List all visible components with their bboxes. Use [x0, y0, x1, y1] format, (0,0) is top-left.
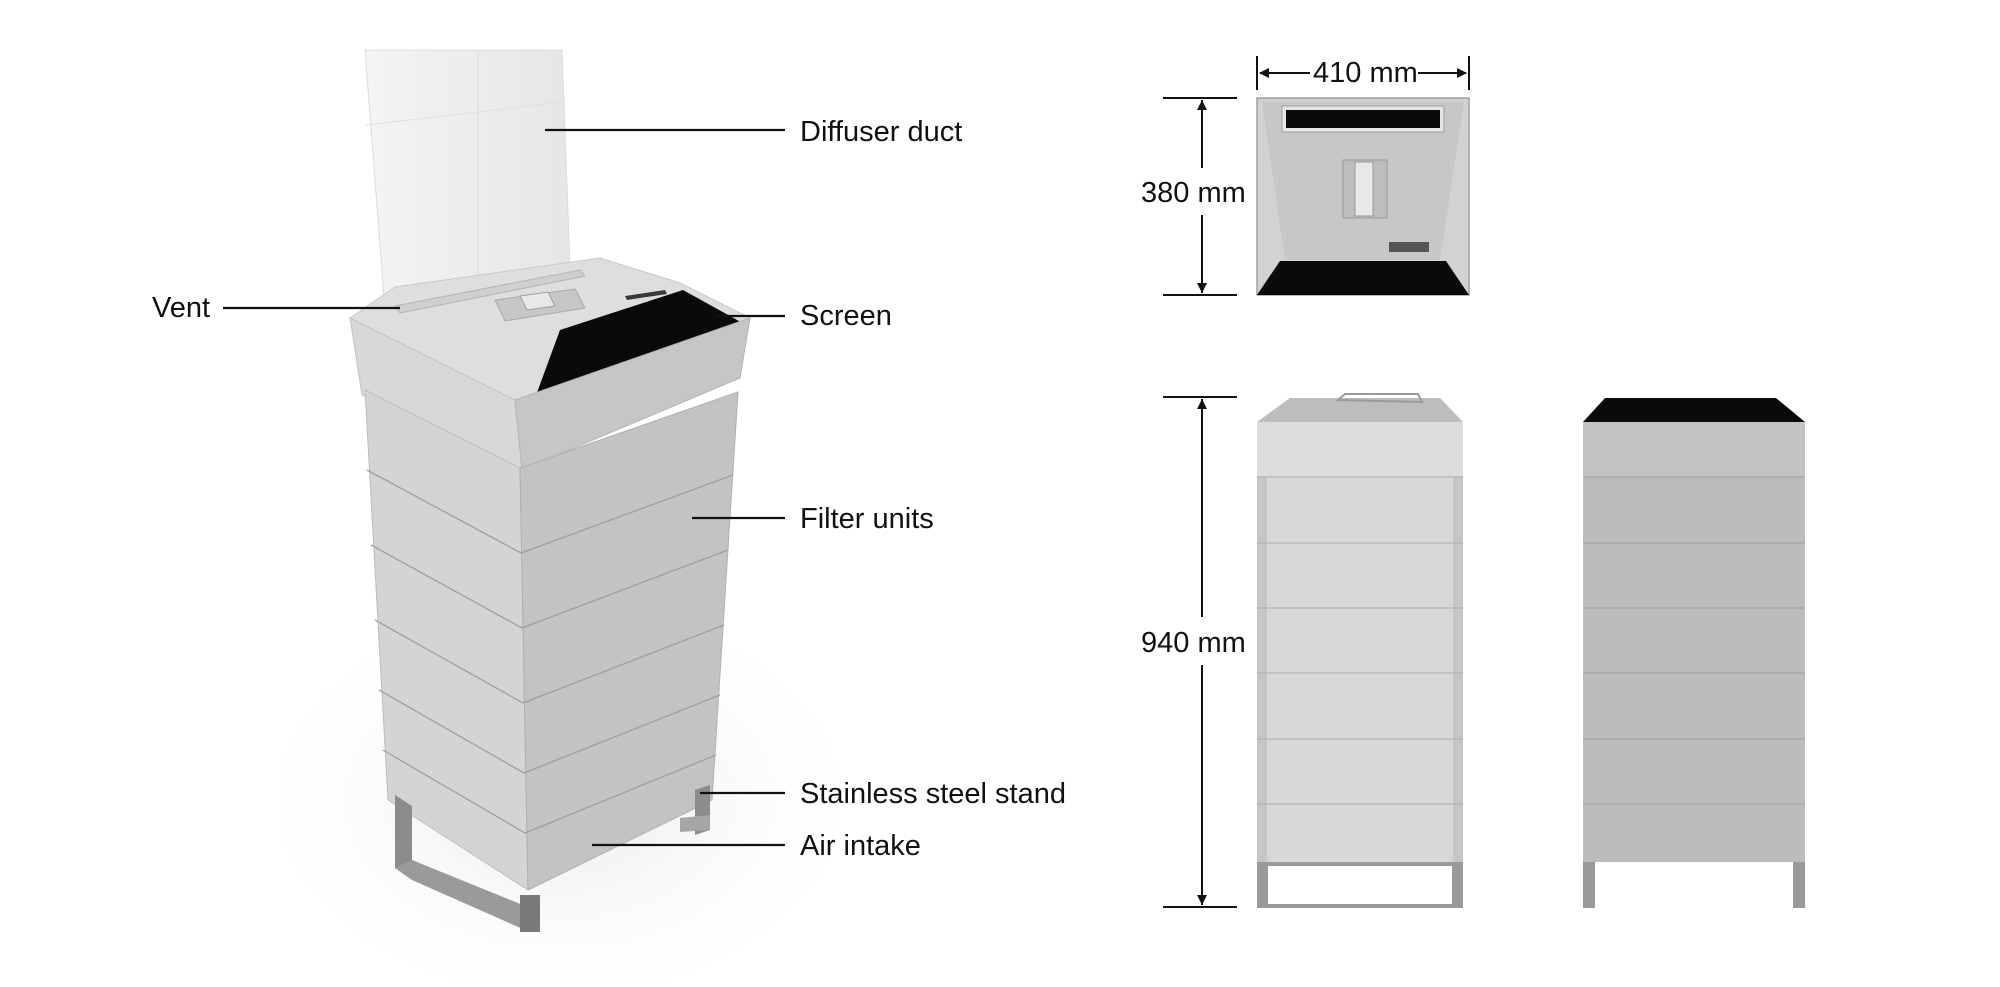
- diffuser-duct: [364, 49, 571, 311]
- dimension-height: 940 mm: [1141, 396, 1246, 908]
- top-view-screen: [1257, 261, 1469, 295]
- top-view: [1256, 97, 1470, 296]
- skirt-right: [514, 317, 751, 471]
- label-air-intake: Air intake: [800, 830, 921, 862]
- screen-panel: [535, 290, 748, 398]
- label-filter-units: Filter units: [800, 503, 934, 535]
- label-screen: Screen: [800, 300, 892, 332]
- top-view-indicators: [1389, 242, 1429, 252]
- label-vent: Vent: [152, 292, 210, 324]
- side-view-leg-left: [1583, 862, 1595, 908]
- dimension-depth-label: 380 mm: [1141, 177, 1246, 209]
- side-view: [1583, 398, 1805, 908]
- label-diffuser-duct: Diffuser duct: [800, 116, 962, 148]
- dimension-depth: 380 mm: [1141, 97, 1246, 296]
- label-stainless-steel-stand: Stainless steel stand: [800, 778, 1066, 810]
- callout-labels: Diffuser duct Vent Screen Filter units S…: [152, 116, 1066, 862]
- side-view-leg-right: [1793, 862, 1805, 908]
- body-right-face: [519, 391, 739, 891]
- filter-seams: [366, 469, 734, 834]
- dimension-width: 410 mm: [1256, 56, 1470, 90]
- control-knob: [519, 291, 556, 311]
- vent-slot: [394, 269, 586, 314]
- dimension-width-label: 410 mm: [1313, 57, 1418, 89]
- top-view-vent-slot: [1286, 110, 1440, 128]
- callout-leaders: [223, 128, 785, 847]
- dimension-height-label: 940 mm: [1141, 627, 1246, 659]
- stand: [395, 785, 710, 932]
- front-view: [1257, 393, 1463, 908]
- perspective-view: [240, 49, 880, 987]
- top-view-knob: [1354, 161, 1374, 217]
- indicator-strip: [625, 290, 667, 300]
